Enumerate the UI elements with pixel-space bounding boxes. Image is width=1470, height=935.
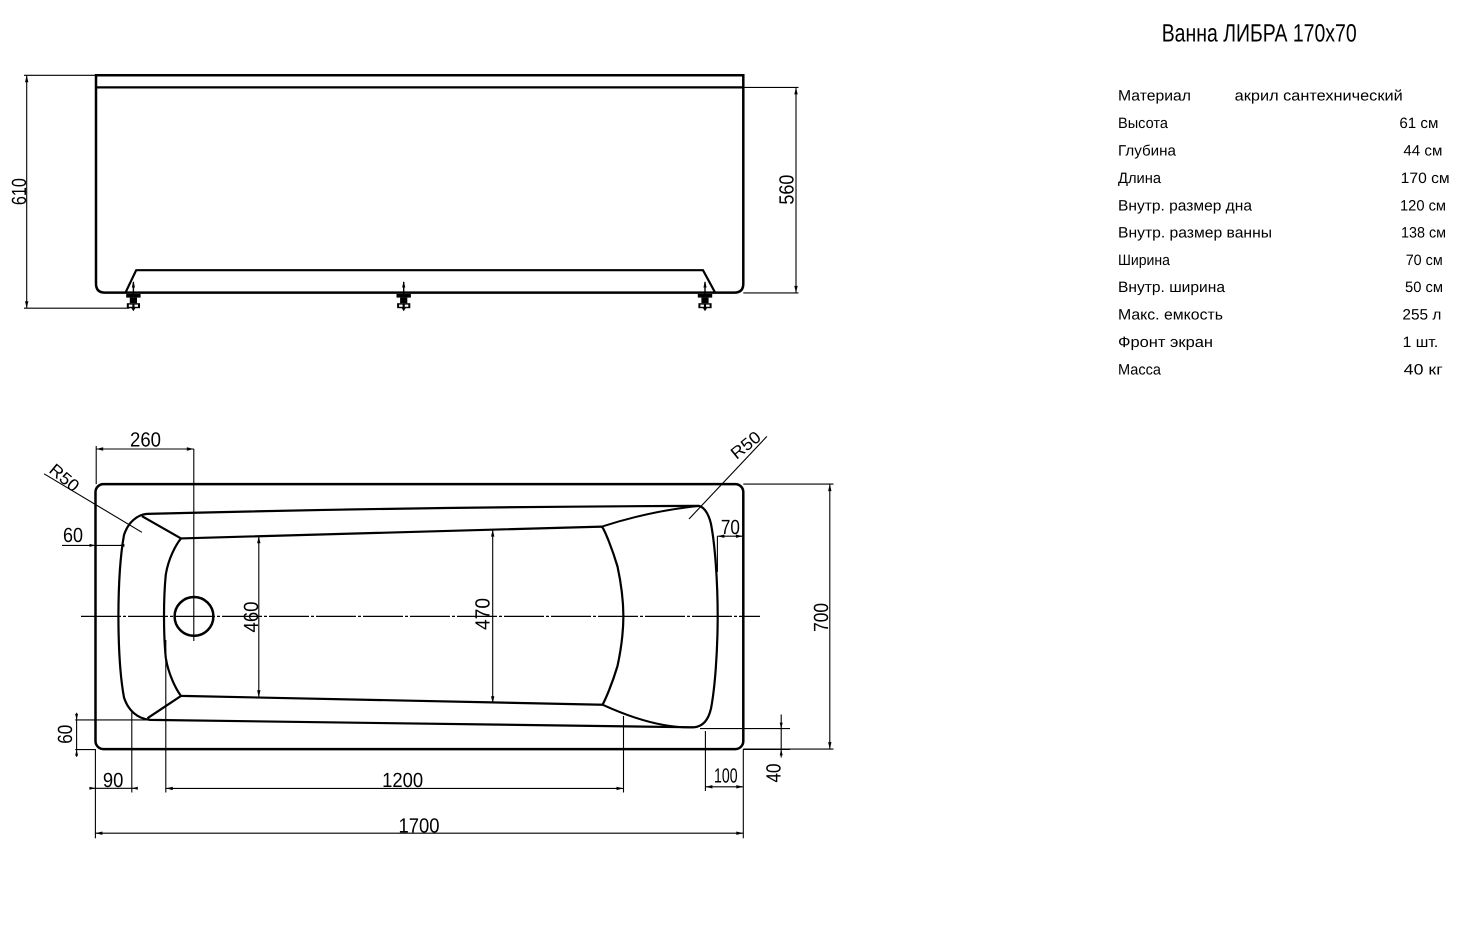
svg-text:138 см: 138 см: [1401, 225, 1446, 242]
svg-text:Высота: Высота: [1118, 115, 1169, 132]
svg-text:50 см: 50 см: [1405, 279, 1443, 296]
svg-text:460: 460: [240, 602, 263, 633]
svg-text:90: 90: [103, 769, 124, 792]
svg-text:700: 700: [810, 603, 833, 632]
svg-text:255 л: 255 л: [1402, 307, 1441, 324]
svg-text:70 см: 70 см: [1406, 252, 1443, 269]
svg-text:Фронт экран: Фронт экран: [1118, 334, 1213, 351]
svg-text:Внутр. ширина: Внутр. ширина: [1118, 279, 1226, 296]
svg-text:60: 60: [63, 524, 83, 547]
svg-text:1 шт.: 1 шт.: [1403, 334, 1439, 351]
svg-text:Внутр. размер ванны: Внутр. размер ванны: [1118, 225, 1272, 242]
svg-text:170 см: 170 см: [1401, 170, 1450, 187]
svg-text:70: 70: [721, 516, 740, 539]
svg-text:60: 60: [54, 725, 77, 744]
svg-text:Длина: Длина: [1118, 170, 1162, 187]
svg-text:Внутр. размер дна: Внутр. размер дна: [1118, 197, 1253, 214]
svg-text:560: 560: [775, 175, 798, 205]
svg-text:Масса: Масса: [1118, 361, 1162, 378]
svg-text:1700: 1700: [399, 814, 440, 837]
svg-text:260: 260: [130, 429, 161, 452]
svg-text:100: 100: [714, 764, 738, 787]
svg-text:470: 470: [472, 598, 495, 630]
svg-text:Ширина: Ширина: [1118, 252, 1171, 269]
svg-text:40 кг: 40 кг: [1404, 361, 1444, 378]
svg-text:1200: 1200: [382, 769, 423, 792]
svg-text:Макс. емкость: Макс. емкость: [1118, 307, 1223, 324]
svg-text:40: 40: [763, 764, 786, 783]
svg-text:61 см: 61 см: [1399, 115, 1438, 132]
svg-text:Материал: Материал: [1118, 88, 1191, 105]
svg-text:610: 610: [8, 178, 31, 205]
svg-text:44 см: 44 см: [1403, 143, 1442, 160]
svg-text:Ванна ЛИБРА 170х70: Ванна ЛИБРА 170х70: [1162, 20, 1357, 48]
svg-text:акрил сантехнический: акрил сантехнический: [1235, 88, 1403, 105]
svg-text:Глубина: Глубина: [1118, 143, 1177, 160]
svg-text:120 см: 120 см: [1400, 197, 1446, 214]
